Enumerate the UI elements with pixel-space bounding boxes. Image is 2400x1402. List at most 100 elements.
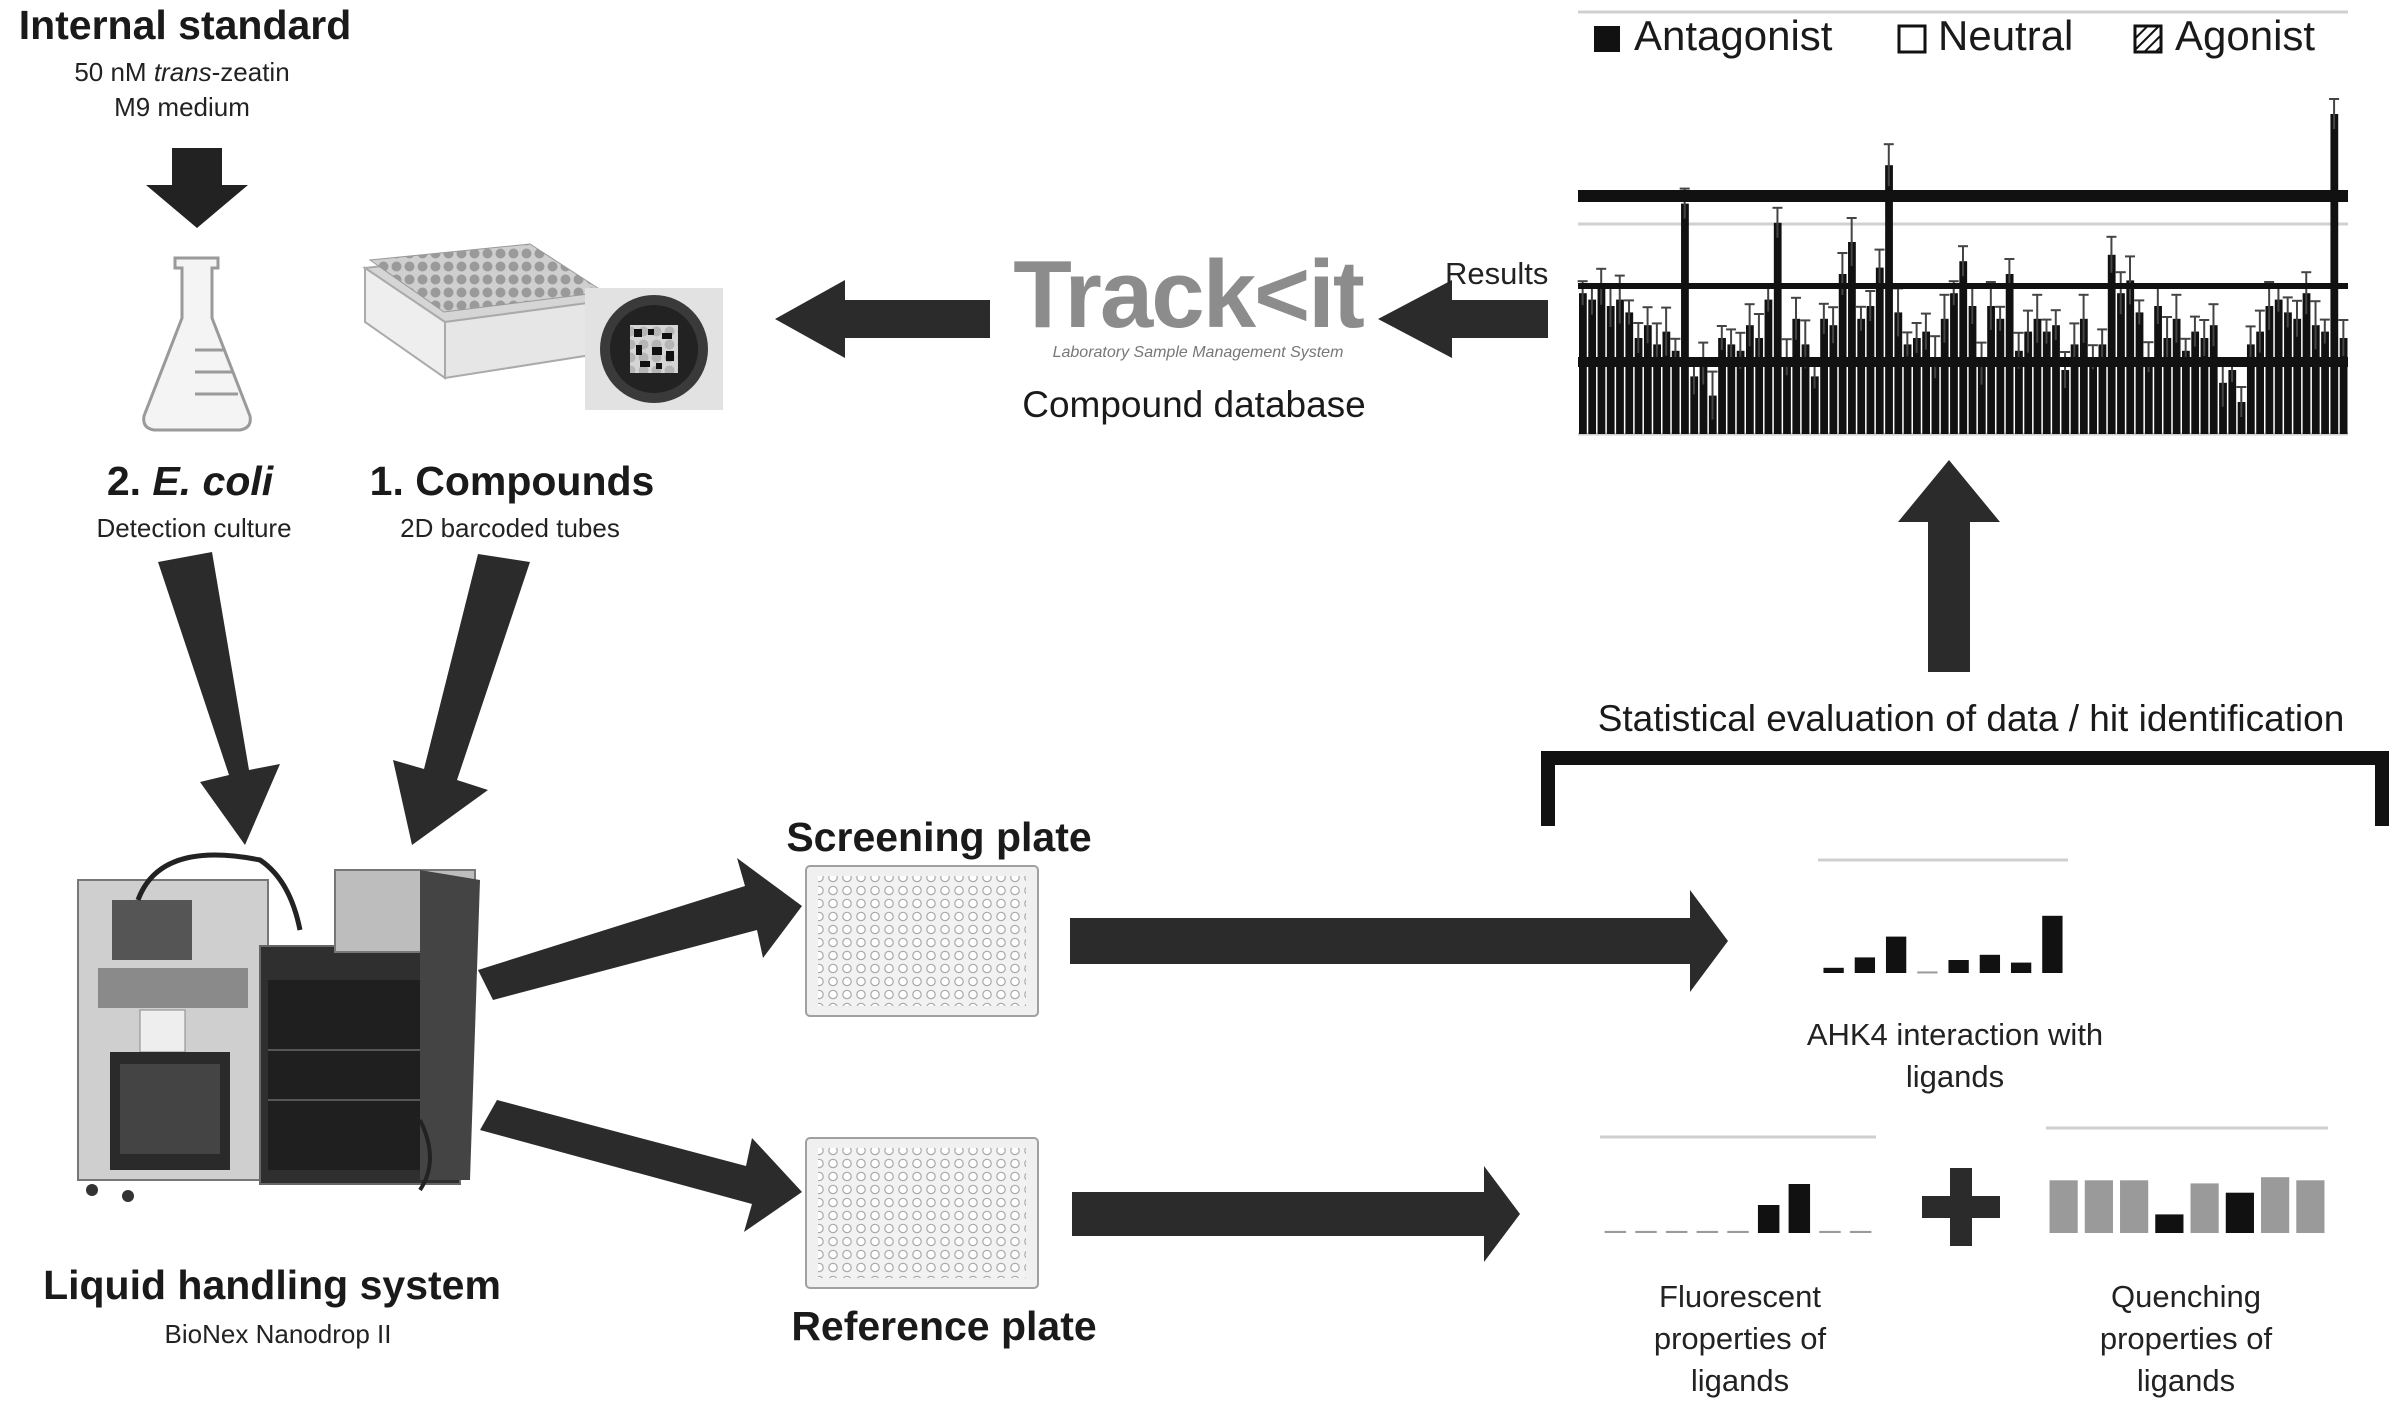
results-bar [2107, 254, 2116, 434]
results-bar-chart [1577, 10, 2349, 436]
reference-plate-image [805, 1137, 1039, 1289]
arrow-ecoli-to-robot [158, 552, 280, 845]
internal-standard-title: Internal standard [18, 2, 352, 48]
internal-standard-arrow [146, 148, 248, 228]
arrow-to-database [1378, 280, 1548, 358]
ecoli-title: 2. E. coli [107, 458, 273, 505]
statistics-bracket [1541, 751, 2389, 826]
results-bar [2265, 306, 2274, 434]
results-bar [2311, 325, 2320, 434]
trackit-logo: Track<it [1013, 241, 1365, 348]
chart-bar [1979, 954, 2001, 973]
chart-bar [1917, 971, 1938, 974]
results-bar [1625, 312, 1634, 434]
results-bar [1838, 274, 1847, 434]
results-bar [2228, 370, 2237, 434]
results-bar [2135, 312, 2144, 434]
results-bar [1690, 376, 1699, 434]
legend-label-neutral: Neutral [1938, 12, 2074, 59]
trackit-tagline: Laboratory Sample Management System [1052, 344, 1344, 361]
results-bar [2339, 338, 2348, 434]
screening-plate-label: Screening plate [786, 814, 1092, 860]
liquid-handling-subtitle: BioNex Nanodrop II [164, 1319, 392, 1349]
results-bar [2015, 350, 2023, 434]
barcode-tube-image [585, 288, 723, 410]
concentration-prefix: 50 nM [74, 57, 154, 87]
results-bar [1959, 261, 1968, 434]
chart-bar [2261, 1177, 2290, 1233]
statistics-label: Statistical evaluation of data / hit ide… [1597, 698, 2345, 739]
arrow-screening-to-ahk4 [1070, 890, 1728, 992]
results-bar [2172, 318, 2181, 434]
compounds-subtitle: 2D barcoded tubes [400, 513, 620, 543]
results-bar [2219, 382, 2227, 434]
arrow-reference-to-fluorescent [1072, 1166, 1520, 1262]
results-bar [1699, 363, 1708, 434]
fluorescent-bar-chart [1600, 1135, 1876, 1233]
chart-bar [2042, 915, 2063, 973]
chart-bar [1854, 957, 1876, 973]
results-bar [1718, 338, 1726, 434]
ecoli-name: E. coli [152, 458, 274, 504]
results-bar [2079, 318, 2088, 434]
results-bar [2098, 344, 2107, 434]
chart-bar [1849, 1230, 1872, 1233]
chart-bar [2296, 1180, 2325, 1233]
results-bar [1987, 306, 1995, 434]
screening-plate-image [805, 865, 1039, 1017]
results-bar [1653, 344, 1661, 434]
results-bar [2237, 402, 2246, 434]
results-bar [1773, 222, 1782, 434]
results-bar [2033, 318, 2042, 434]
flask-icon [142, 256, 252, 432]
chart-bar [1757, 1205, 1780, 1233]
chart-bar [1604, 1230, 1627, 1233]
concentration-italic: trans [153, 57, 212, 87]
results-bar [1736, 350, 1745, 434]
internal-standard-concentration: 50 nM trans-zeatin [74, 57, 289, 88]
results-bar [2209, 325, 2218, 434]
results-bar [1848, 242, 1856, 434]
chart-bar [1885, 936, 1907, 973]
results-bar [2182, 350, 2190, 434]
quenching-label: Quenching properties of ligands [2099, 1279, 2273, 1398]
liquid-handling-title: Liquid handling system [43, 1262, 501, 1308]
liquid-handling-robot-image [77, 852, 480, 1202]
results-bar [2284, 312, 2292, 434]
results-bar [1885, 165, 1893, 434]
results-bar [2154, 306, 2162, 434]
ahk4-label: AHK4 interaction with ligands [1806, 1017, 2104, 1094]
results-label: Results [1445, 256, 1549, 291]
chart-bar [1696, 1230, 1719, 1233]
results-bar [1792, 318, 1801, 434]
internal-standard-medium: M9 medium [114, 92, 250, 122]
results-bar [2163, 338, 2172, 434]
results-bar [1820, 318, 1828, 434]
results-bar [1755, 338, 1764, 434]
legend-swatch-agonist [2133, 24, 2163, 54]
results-bar [1634, 338, 1643, 434]
legend-swatch-neutral [1897, 24, 1927, 54]
results-bar [2200, 338, 2209, 434]
arrow-robot-to-screening [478, 858, 802, 1000]
results-bar [1866, 306, 1875, 434]
chart-bar [1823, 967, 1844, 973]
results-bar [2042, 331, 2051, 434]
arrow-compounds-to-robot [393, 554, 530, 845]
results-bar [1606, 306, 1615, 434]
results-bar [1671, 350, 1680, 434]
ecoli-number: 2. [106, 458, 153, 504]
results-bar [2246, 344, 2255, 434]
results-bar [2191, 331, 2200, 434]
results-bar [1643, 325, 1652, 434]
chart-bar [2010, 962, 2032, 973]
results-bar [1931, 357, 1940, 434]
results-bar [2024, 331, 2033, 434]
results-bar [1922, 331, 1931, 434]
results-bar [2089, 357, 2098, 434]
arrow-to-compounds-image [775, 280, 990, 358]
results-bar [2330, 114, 2339, 434]
results-bar [1977, 363, 1986, 434]
